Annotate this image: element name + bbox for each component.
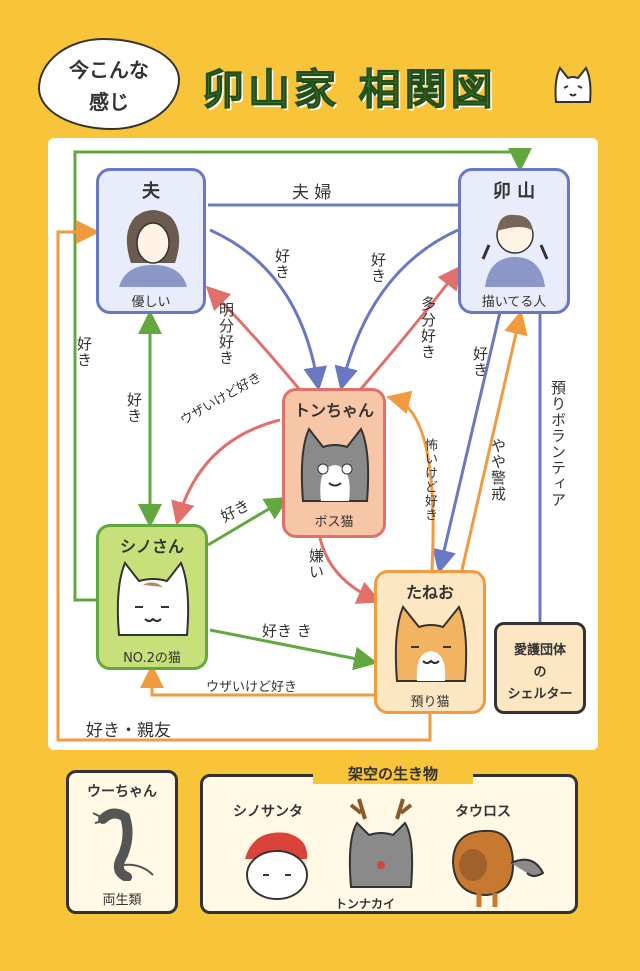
taurus-creature-icon [451, 829, 545, 907]
taneo-cat-icon [394, 605, 468, 682]
ton-cat-icon [300, 427, 370, 502]
uchan-sub: 両生類 [102, 893, 142, 908]
label-ton-to-husband: 明分好き [217, 302, 235, 366]
label-couple: 夫 婦 [292, 183, 332, 203]
bubble-line2: 感じ [89, 90, 129, 114]
taneo-title: たねお [405, 583, 454, 602]
creature-1-name: シノサンタ [233, 804, 303, 820]
uyama-sub: 描いてる人 [481, 295, 547, 310]
axolotl-icon [92, 808, 154, 881]
node-taneo: たねお 預り猫 [374, 570, 486, 714]
bubble-line1: 今こんな [69, 58, 149, 82]
label-shino-husband: 好き [75, 336, 93, 368]
node-shino: シノさん NO.2の猫 [96, 524, 208, 670]
label-husband-to-ton: 好き [273, 248, 291, 280]
ton-title: トンちゃん [293, 401, 374, 420]
creature-3-name: タウロス [455, 804, 511, 820]
label-taneo-to-shino: ウザいけど好き [206, 680, 298, 695]
label-taneo-to-ton: 怖いけど好き [422, 438, 437, 522]
label-uyama-to-ton: 好き [369, 252, 387, 284]
husband-sub: 優しい [131, 295, 171, 310]
uyama-title: 卯 山 [492, 181, 536, 202]
header-bubble: 今こんな 感じ [38, 38, 180, 130]
reindeer-cat-icon [348, 798, 414, 888]
shelter-line2: の [533, 665, 547, 680]
label-uyama-to-taneo: 好き [471, 346, 489, 378]
label-best-friend: 好き・親友 [86, 721, 171, 741]
creature-2-name: トンナカイ [335, 897, 396, 911]
label-ton-to-uyama: 多分好き [419, 296, 437, 360]
label-ton-to-taneo: 嫌い [307, 548, 325, 580]
node-husband: 夫 優しい [96, 168, 206, 314]
shino-sub: NO.2の猫 [123, 651, 181, 666]
shino-title: シノさん [119, 537, 184, 556]
node-ton: トンちゃん ボス猫 [282, 388, 386, 538]
taneo-sub: 預り猫 [410, 695, 450, 710]
uyama-portrait-icon [481, 214, 549, 287]
husband-title: 夫 [142, 181, 160, 202]
uchan-title: ウーちゃん [87, 784, 157, 800]
node-uyama: 卯 山 描いてる人 [458, 168, 570, 314]
label-shino-uyama: 好き [125, 392, 143, 424]
shelter-line3: シェルター [507, 687, 573, 702]
shino-cat-icon [116, 561, 190, 636]
husband-portrait-icon [119, 210, 187, 287]
page-title: 卯山家 相関図 [202, 65, 497, 115]
fictional-title: 架空の生き物 [313, 763, 473, 784]
label-shino-to-taneo: 好き き [262, 622, 312, 640]
node-shelter: 愛護団体 の シェルター [494, 622, 586, 714]
cat-face-icon [554, 66, 592, 103]
santa-cat-icon [245, 832, 308, 900]
shelter-line1: 愛護団体 [513, 643, 566, 658]
label-taneo-to-uyama: やや警戒 [489, 438, 507, 502]
uchan-box: ウーちゃん 両生類 [66, 770, 178, 914]
label-shelter-vol: 預りボランティア [549, 380, 567, 508]
fictional-box: 架空の生き物 シノサンタ トンナカイ タウロス [200, 763, 578, 914]
ton-sub: ボス猫 [314, 515, 354, 530]
